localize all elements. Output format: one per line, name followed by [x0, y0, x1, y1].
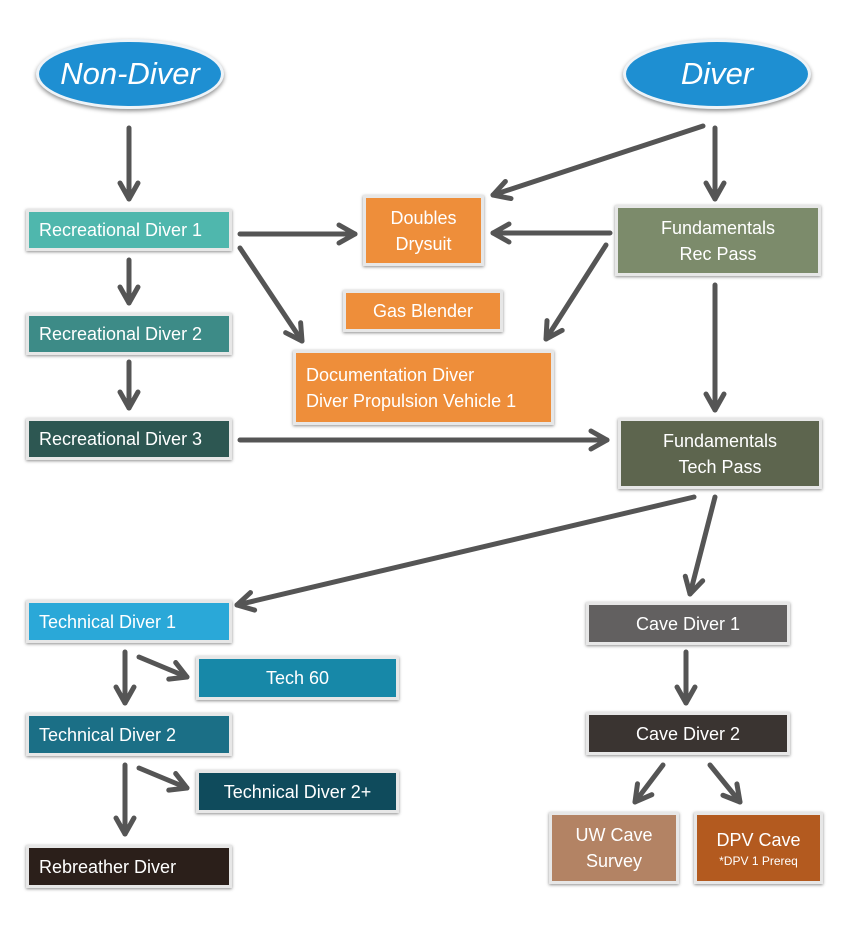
documentation-diver-label: Documentation Diver: [306, 364, 475, 385]
start-diver: Diver: [623, 39, 811, 109]
dpv1-prereq-note: *DPV 1 Prereq: [719, 854, 798, 868]
tech-pass-label: Tech Pass: [678, 456, 762, 477]
uw-cave-label: UW Cave: [575, 825, 653, 845]
arrow-rec1-to-documentation: [237, 245, 305, 344]
arrow-cave2-to-dpv-cave: [707, 762, 743, 805]
node-technical-diver-2-plus: Technical Diver 2+: [196, 770, 399, 813]
dpv-cave-label: DPV Cave: [716, 830, 801, 850]
node-dpv-cave: DPV Cave *DPV 1 Prereq: [694, 812, 823, 884]
node-recreational-diver-3: Recreational Diver 3: [26, 418, 232, 460]
start-non-diver: Non-Diver: [36, 39, 224, 109]
fundamentals-rec-label: Fundamentals: [660, 217, 776, 238]
node-cave-diver-2: Cave Diver 2: [586, 712, 790, 755]
node-recreational-diver-2: Recreational Diver 2: [26, 313, 232, 355]
node-fundamentals-tech-pass: Fundamentals Tech Pass: [618, 418, 822, 489]
arrow-tech2-to-tech2plus: [136, 765, 190, 793]
node-tech-60: Tech 60: [196, 656, 399, 700]
node-rebreather-diver: Rebreather Diver: [26, 845, 232, 888]
node-recreational-diver-1: Recreational Diver 1: [26, 209, 232, 251]
node-gas-blender: Gas Blender: [343, 290, 503, 332]
fundamentals-tech-label: Fundamentals: [662, 430, 778, 451]
node-fundamentals-rec-pass: Fundamentals Rec Pass: [615, 205, 821, 276]
dpv1-label: Diver Propulsion Vehicle 1: [306, 390, 517, 411]
rec-pass-label: Rec Pass: [679, 243, 757, 264]
node-uw-cave-survey: UW Cave Survey: [549, 812, 679, 884]
arrow-fund-rec-to-documentation: [543, 242, 609, 342]
node-technical-diver-1: Technical Diver 1: [26, 600, 232, 643]
doubles-label: Doubles: [390, 207, 457, 228]
arrow-diver-to-doubles: [490, 123, 706, 202]
arrow-fund-tech-to-tech1: [234, 494, 697, 613]
node-cave-diver-1: Cave Diver 1: [586, 602, 790, 645]
node-documentation-dpv1: Documentation Diver Diver Propulsion Veh…: [293, 350, 554, 425]
arrow-tech1-to-tech60: [136, 654, 190, 682]
node-doubles-drysuit: Doubles Drysuit: [363, 195, 484, 266]
arrow-cave2-to-uw-survey: [632, 762, 666, 805]
node-technical-diver-2: Technical Diver 2: [26, 713, 232, 756]
arrow-fund-tech-to-cave1: [682, 494, 718, 597]
drysuit-label: Drysuit: [395, 233, 452, 254]
survey-label: Survey: [585, 851, 643, 871]
